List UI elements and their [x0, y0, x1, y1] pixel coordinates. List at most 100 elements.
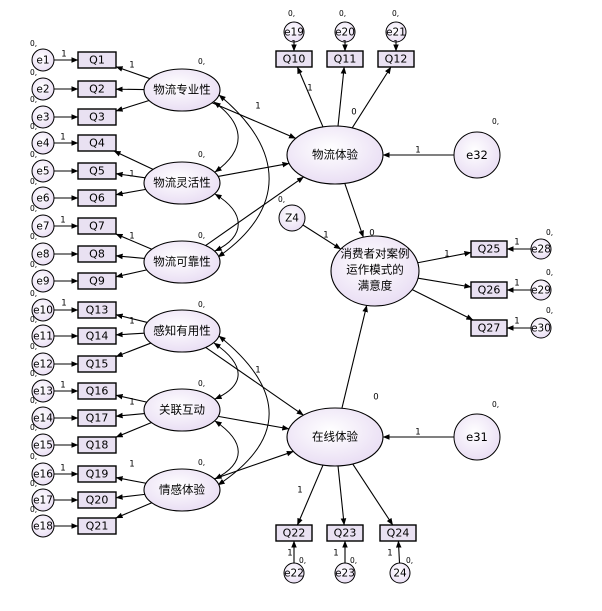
error-e3-label: e3	[36, 112, 49, 124]
coef-one-25: 1	[387, 549, 392, 559]
indicator-q13-label: Q13	[86, 304, 109, 317]
indicator-q7	[77, 217, 117, 235]
arrow-qgty-q19	[115, 476, 147, 484]
coef-one-7: 1	[129, 317, 134, 327]
arrow-wlkk-q8	[115, 253, 145, 260]
error-e24-label: 24	[393, 568, 407, 580]
indicator-q8	[77, 245, 117, 263]
error-e18-label: e18	[33, 521, 53, 533]
variance-label-25: 0,	[339, 9, 346, 18]
error-e20-label: e20	[335, 27, 355, 39]
disturbance-e32-label: e32	[466, 148, 488, 162]
error-e3	[31, 105, 55, 129]
coef-one-4: 1	[60, 133, 65, 143]
variance-label-2: 0,	[30, 95, 37, 104]
error-e9-label: e9	[36, 276, 49, 288]
indicator-q22-label: Q22	[283, 527, 306, 540]
latent-wuliu-kekao	[143, 240, 221, 284]
indicator-q25	[470, 240, 508, 258]
error-e18	[31, 514, 55, 538]
error-e10	[31, 298, 55, 322]
variance-label-3: 0,	[30, 122, 37, 131]
indicator-q24	[379, 524, 417, 542]
indicator-q11	[326, 50, 364, 68]
error-e4-label: e4	[36, 138, 49, 150]
arrow-qgty-zxty	[214, 450, 294, 480]
error-e21	[385, 21, 407, 43]
error-e12	[31, 352, 55, 376]
coef-one-3: 1	[129, 232, 134, 242]
coef-one-13: 1	[255, 366, 260, 376]
indicator-q6	[77, 189, 117, 207]
indicator-q4-label: Q4	[89, 137, 105, 150]
latent-wuliu-linghuo	[143, 161, 221, 205]
indicator-q27	[470, 319, 508, 337]
error-e4	[31, 131, 55, 155]
indicator-q4	[77, 134, 117, 152]
error-e15-label: e15	[33, 440, 53, 452]
error-e9	[31, 269, 55, 293]
indicator-q19-label: Q19	[86, 468, 109, 481]
error-e17	[31, 488, 55, 512]
variance-label-33: 0,	[299, 556, 306, 565]
coef-one-21: 1	[514, 279, 519, 289]
error-e6-label: e6	[36, 193, 49, 205]
cov-gzyy-glhd	[213, 342, 239, 400]
variance-label-1: 0,	[30, 68, 37, 77]
latent-guanlian-hudong-label: 关联互动	[159, 403, 205, 417]
satisfaction-label-line2: 运作模式的	[346, 263, 404, 277]
indicator-q10	[275, 50, 313, 68]
indicator-q10-label: Q10	[283, 53, 306, 66]
error-e30	[530, 317, 552, 339]
variance-label-4: 0,	[30, 150, 37, 159]
arrow-glhd-q18	[115, 422, 152, 438]
latent-ganzhi-youyong-label: 感知有用性	[153, 324, 211, 338]
indicator-q26	[470, 281, 508, 299]
arrow-wllh-q6	[115, 188, 146, 197]
arrow-wlzy-wlty	[211, 102, 297, 139]
coef-one-12: 1	[255, 102, 260, 112]
indicator-q9	[77, 272, 117, 290]
error-e20	[334, 21, 356, 43]
disturbance-e31-label: e31	[466, 430, 488, 444]
arrow-glhd-q17	[115, 412, 145, 419]
latent-wuliu-zhuanye-label: 物流专业性	[153, 83, 211, 97]
error-e8-label: e8	[36, 249, 49, 261]
error-e2-label: e2	[36, 84, 49, 96]
error-e1	[31, 48, 55, 72]
error-e29-label: e29	[531, 285, 551, 297]
coef-one-10: 1	[60, 381, 65, 391]
coef-one-6: 1	[61, 299, 66, 309]
error-e16	[31, 462, 55, 486]
error-e29	[530, 279, 552, 301]
indicator-q20-label: Q20	[86, 494, 109, 507]
latent-wuliu-tiyan	[286, 125, 384, 185]
error-e19	[283, 21, 305, 43]
arrow-gzyy-q13	[115, 313, 148, 323]
indicator-q3	[77, 108, 117, 126]
error-e5-label: e5	[36, 166, 49, 178]
arrow-glhd-q16	[115, 393, 147, 403]
indicator-q24-label: Q24	[387, 527, 410, 540]
indicator-q23	[326, 524, 364, 542]
indicator-q3-label: Q3	[89, 111, 105, 124]
arrow-zxty-q23	[337, 465, 347, 526]
coef-one-19: 1	[444, 250, 449, 260]
error-e21-label: e21	[386, 27, 406, 39]
coef-one-5: 1	[60, 216, 65, 226]
indicator-q5-label: Q5	[89, 165, 105, 178]
variance-label-29: 0,	[278, 195, 285, 204]
indicator-q15-label: Q15	[86, 358, 109, 371]
indicator-q13	[77, 301, 117, 319]
variance-label-34: 0,	[350, 556, 357, 565]
latent-ganzhi-youyong	[143, 309, 221, 353]
indicator-q25-label: Q25	[478, 243, 501, 256]
variance-label-31: 0,	[546, 268, 553, 277]
error-e23-label: e23	[335, 568, 355, 580]
error-e28-label: e28	[531, 244, 551, 256]
latent-guanlian-hudong	[143, 388, 221, 432]
arrow-gzyy-zxty	[205, 346, 304, 416]
satisfaction-label-line1: 消费者对案例	[341, 247, 410, 261]
variance-label-0: 0,	[30, 39, 37, 48]
